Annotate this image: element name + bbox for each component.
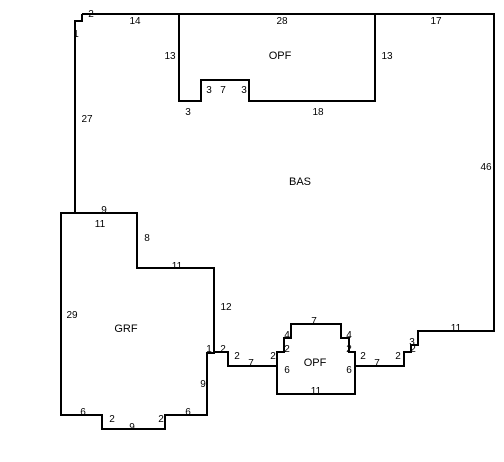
area-label-opf-top: OPF xyxy=(269,50,292,62)
dim-label: 4 xyxy=(284,330,290,341)
dim-label: 17 xyxy=(430,16,442,27)
dim-label: 9 xyxy=(129,422,135,433)
dim-label: 3 xyxy=(206,85,212,96)
dim-label: 2 xyxy=(270,351,276,362)
bottom-porch-outline xyxy=(276,366,356,395)
dim-label: 2 xyxy=(220,344,226,355)
dim-label: 2 xyxy=(360,351,366,362)
dim-label: 14 xyxy=(129,16,141,27)
area-label-bas: BAS xyxy=(289,176,311,188)
dim-label: 9 xyxy=(200,379,206,390)
dim-label: 28 xyxy=(276,16,288,27)
dim-label: 12 xyxy=(220,302,232,313)
dim-label: 2 xyxy=(88,9,94,20)
dim-label: 11 xyxy=(95,219,106,230)
dim-label: 4 xyxy=(346,330,352,341)
dim-label: 18 xyxy=(312,107,324,118)
dim-label: 11 xyxy=(451,323,462,334)
dim-label: 8 xyxy=(144,233,150,244)
dim-label: 1 xyxy=(206,344,212,355)
dim-label: 11 xyxy=(311,386,322,397)
top-porch-outline xyxy=(178,14,376,102)
dim-label: 6 xyxy=(284,365,290,376)
dim-label: 27 xyxy=(81,114,93,125)
dim-label: 13 xyxy=(381,51,393,62)
dim-label: 7 xyxy=(311,316,317,327)
dim-label: 13 xyxy=(164,51,176,62)
dim-label: 6 xyxy=(346,365,352,376)
dim-label: 2 xyxy=(395,351,401,362)
dim-label: 2 xyxy=(346,344,352,355)
dim-label: 9 xyxy=(101,205,107,216)
dim-label: 3 xyxy=(185,107,191,118)
dim-label: 7 xyxy=(248,358,254,369)
dim-label: 11 xyxy=(172,261,183,272)
area-label-grf: GRF xyxy=(114,323,138,335)
dim-label: 7 xyxy=(374,358,380,369)
dim-label: 2 xyxy=(234,351,240,362)
dim-label: 2 xyxy=(158,414,164,425)
dim-label: 2 xyxy=(109,414,115,425)
dim-label: 29 xyxy=(66,310,78,321)
dim-label: 6 xyxy=(185,407,191,418)
dim-label: 1 xyxy=(73,29,79,40)
dim-label: 7 xyxy=(220,85,226,96)
dim-label: 46 xyxy=(480,162,492,173)
dim-label: 3 xyxy=(409,337,415,348)
area-label-opf-bottom: OPF xyxy=(304,357,327,369)
dim-label: 2 xyxy=(284,344,290,355)
dim-label: 6 xyxy=(80,407,86,418)
dim-label: 2 xyxy=(410,344,416,355)
dim-label: 3 xyxy=(241,85,247,96)
